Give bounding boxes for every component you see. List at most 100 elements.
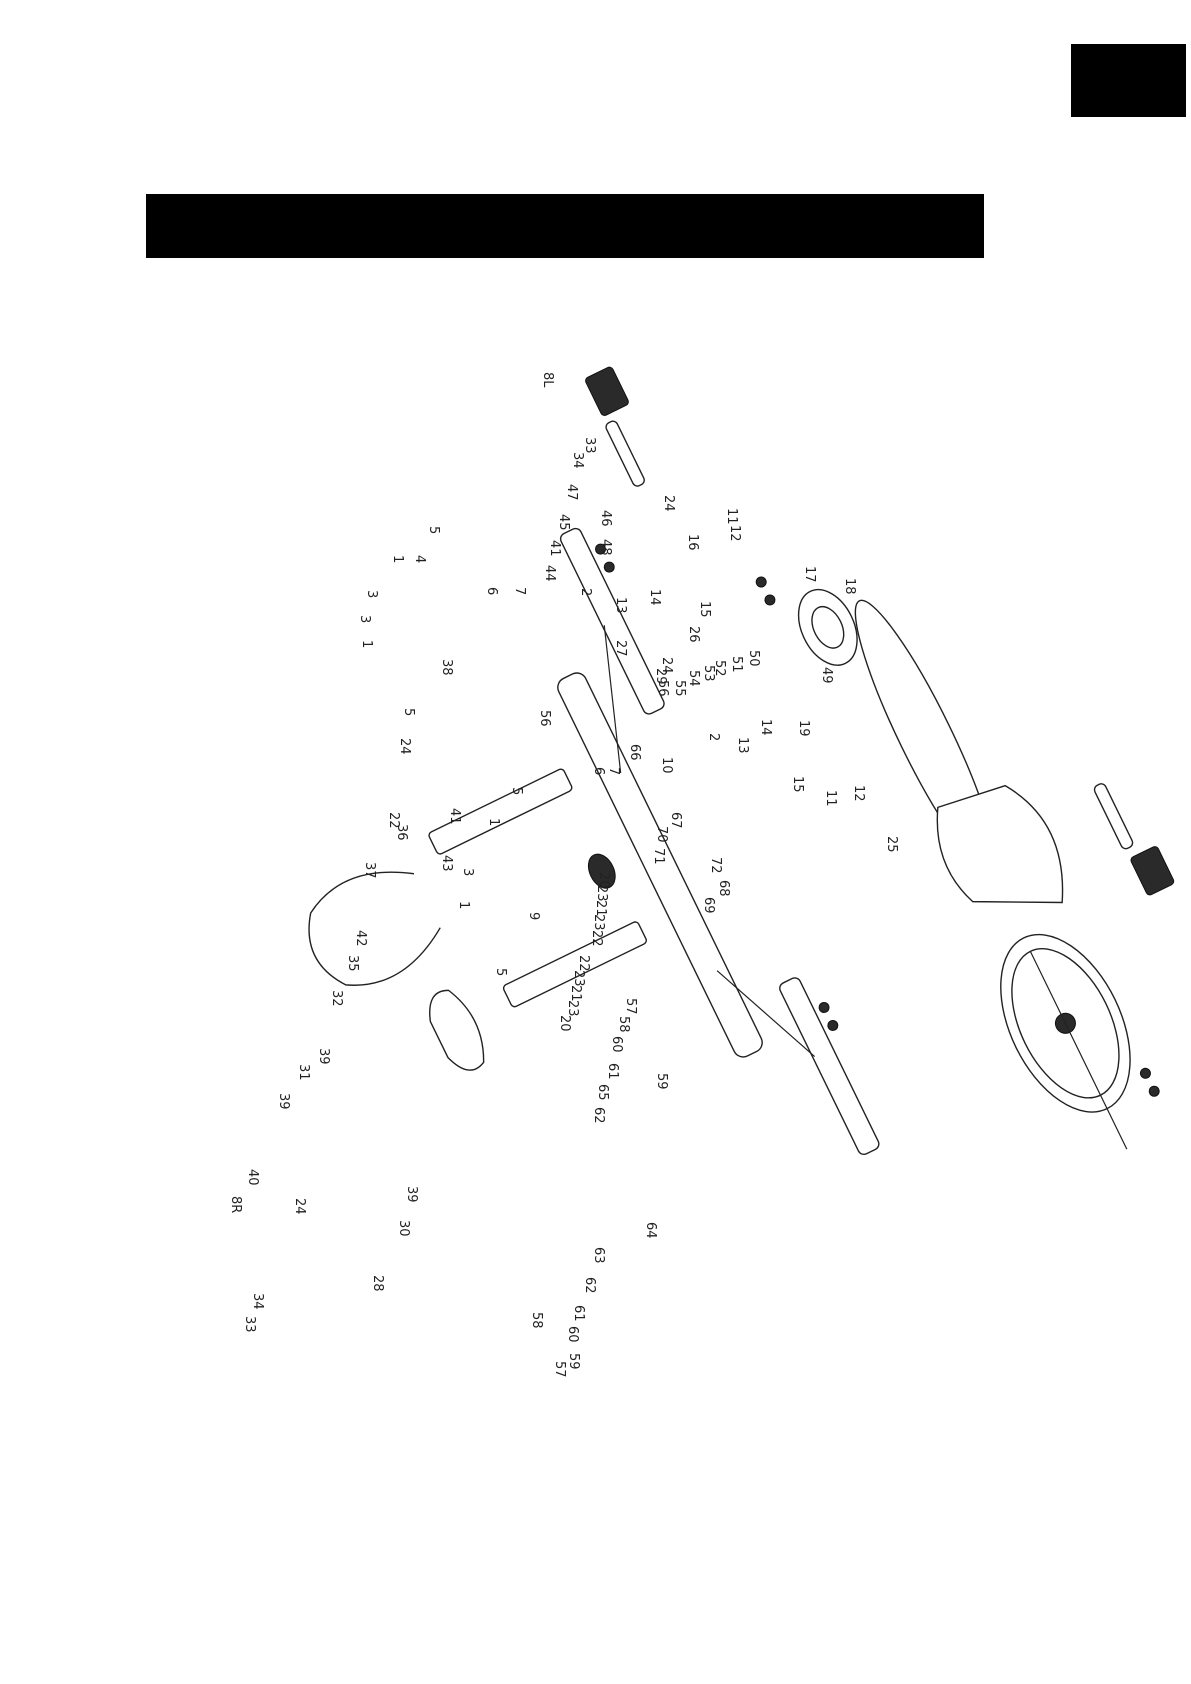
part-label: 64 <box>643 1222 658 1239</box>
section-title-banner <box>146 194 984 258</box>
part-label: 50 <box>746 650 761 667</box>
part-label: 4 <box>412 555 427 563</box>
part-label: 34 <box>250 1293 265 1310</box>
part-label: 28 <box>370 1275 385 1292</box>
part-label: 5 <box>401 708 416 716</box>
part-label: 39 <box>276 1093 291 1110</box>
part-label: 1 <box>390 555 405 563</box>
part-label: 34 <box>570 452 585 469</box>
part-label: 3 <box>357 615 372 623</box>
chain-cover <box>936 784 1064 904</box>
seat-post <box>502 921 647 1008</box>
part-label: 72 <box>708 857 723 874</box>
part-label: 35 <box>345 955 360 972</box>
part-label: 59 <box>654 1073 669 1090</box>
handlebar <box>308 871 441 986</box>
part-label: 70 <box>654 826 669 843</box>
part-label: 26 <box>686 626 701 643</box>
part-label: 18 <box>842 578 857 595</box>
part-label: 33 <box>582 437 597 454</box>
part-label: 24 <box>292 1198 307 1215</box>
rear-stabilizer <box>779 977 880 1156</box>
part-label: 24 <box>659 657 674 674</box>
part-label: 54 <box>686 670 701 687</box>
part-label: 8R <box>228 1196 243 1213</box>
part-label: 44 <box>542 565 557 582</box>
part-label: 45 <box>556 514 571 531</box>
part-label: 14 <box>758 719 773 736</box>
front-stabilizer <box>559 527 665 715</box>
seat <box>429 989 485 1071</box>
part-label: 22 <box>386 812 401 829</box>
left-crank <box>605 420 645 487</box>
part-label: 16 <box>685 534 700 551</box>
part-label: 71 <box>651 848 666 865</box>
diagram-drawing <box>308 366 1175 1156</box>
part-label: 52 <box>712 660 727 677</box>
part-label: 1 <box>456 901 471 909</box>
part-label: 68 <box>716 880 731 897</box>
part-label: 32 <box>329 990 344 1007</box>
part-label: 6 <box>591 767 606 775</box>
part-label: 23 <box>594 885 609 902</box>
part-label: 19 <box>796 720 811 737</box>
part-label: 31 <box>296 1064 311 1081</box>
part-label: 57 <box>552 1361 567 1378</box>
handlebar-post <box>428 768 573 855</box>
part-label: 22 <box>589 930 604 947</box>
part-label: 15 <box>697 601 712 618</box>
part-label: 69 <box>701 897 716 914</box>
part-label: 6 <box>484 587 499 595</box>
part-label: 59 <box>566 1353 581 1370</box>
part-label: 23 <box>571 970 586 987</box>
part-label: 25 <box>884 836 899 853</box>
part-label: 5 <box>493 968 508 976</box>
corner-language-tab <box>1071 44 1186 117</box>
part-label: 24 <box>397 738 412 755</box>
part-label: 41 <box>447 808 462 825</box>
part-label: 57 <box>623 998 638 1015</box>
part-label: 37 <box>362 862 377 879</box>
part-label: 9 <box>526 912 541 920</box>
part-label: 21 <box>593 900 608 917</box>
main-frame <box>557 672 763 1058</box>
part-label: 43 <box>439 855 454 872</box>
part-label: 51 <box>729 656 744 673</box>
part-label: 20 <box>557 1015 572 1032</box>
part-label: 1 <box>486 818 501 826</box>
part-label: 12 <box>851 785 866 802</box>
part-label: 30 <box>396 1220 411 1237</box>
part-label: 7 <box>512 587 527 595</box>
part-label: 23 <box>591 914 606 931</box>
part-label: 20 <box>596 872 611 889</box>
part-label: 39 <box>404 1186 419 1203</box>
part-label: 56 <box>655 680 670 697</box>
part-label: 63 <box>591 1247 606 1264</box>
part-label: 58 <box>529 1312 544 1329</box>
part-label: 42 <box>353 930 368 947</box>
part-label: 13 <box>613 597 628 614</box>
part-label: 60 <box>609 1036 624 1053</box>
part-label: 29 <box>653 668 668 685</box>
part-label: 36 <box>394 824 409 841</box>
part-label: 60 <box>565 1326 580 1343</box>
part-label: 66 <box>627 744 642 761</box>
part-label: 13 <box>735 737 750 754</box>
right-crank <box>1093 783 1134 850</box>
part-label: 47 <box>564 484 579 501</box>
part-label: 65 <box>595 1084 610 1101</box>
part-label: 3 <box>364 590 379 598</box>
part-label: 8L <box>540 372 555 388</box>
part-label: 46 <box>598 510 613 527</box>
part-label: 38 <box>439 659 454 676</box>
part-label: 62 <box>582 1277 597 1294</box>
part-label: 15 <box>790 776 805 793</box>
part-label: 62 <box>591 1107 606 1124</box>
part-label: 48 <box>598 539 613 556</box>
part-label: 41 <box>547 540 562 557</box>
part-label: 22 <box>576 955 591 972</box>
part-label: 5 <box>509 787 524 795</box>
part-label: 2 <box>578 588 593 596</box>
